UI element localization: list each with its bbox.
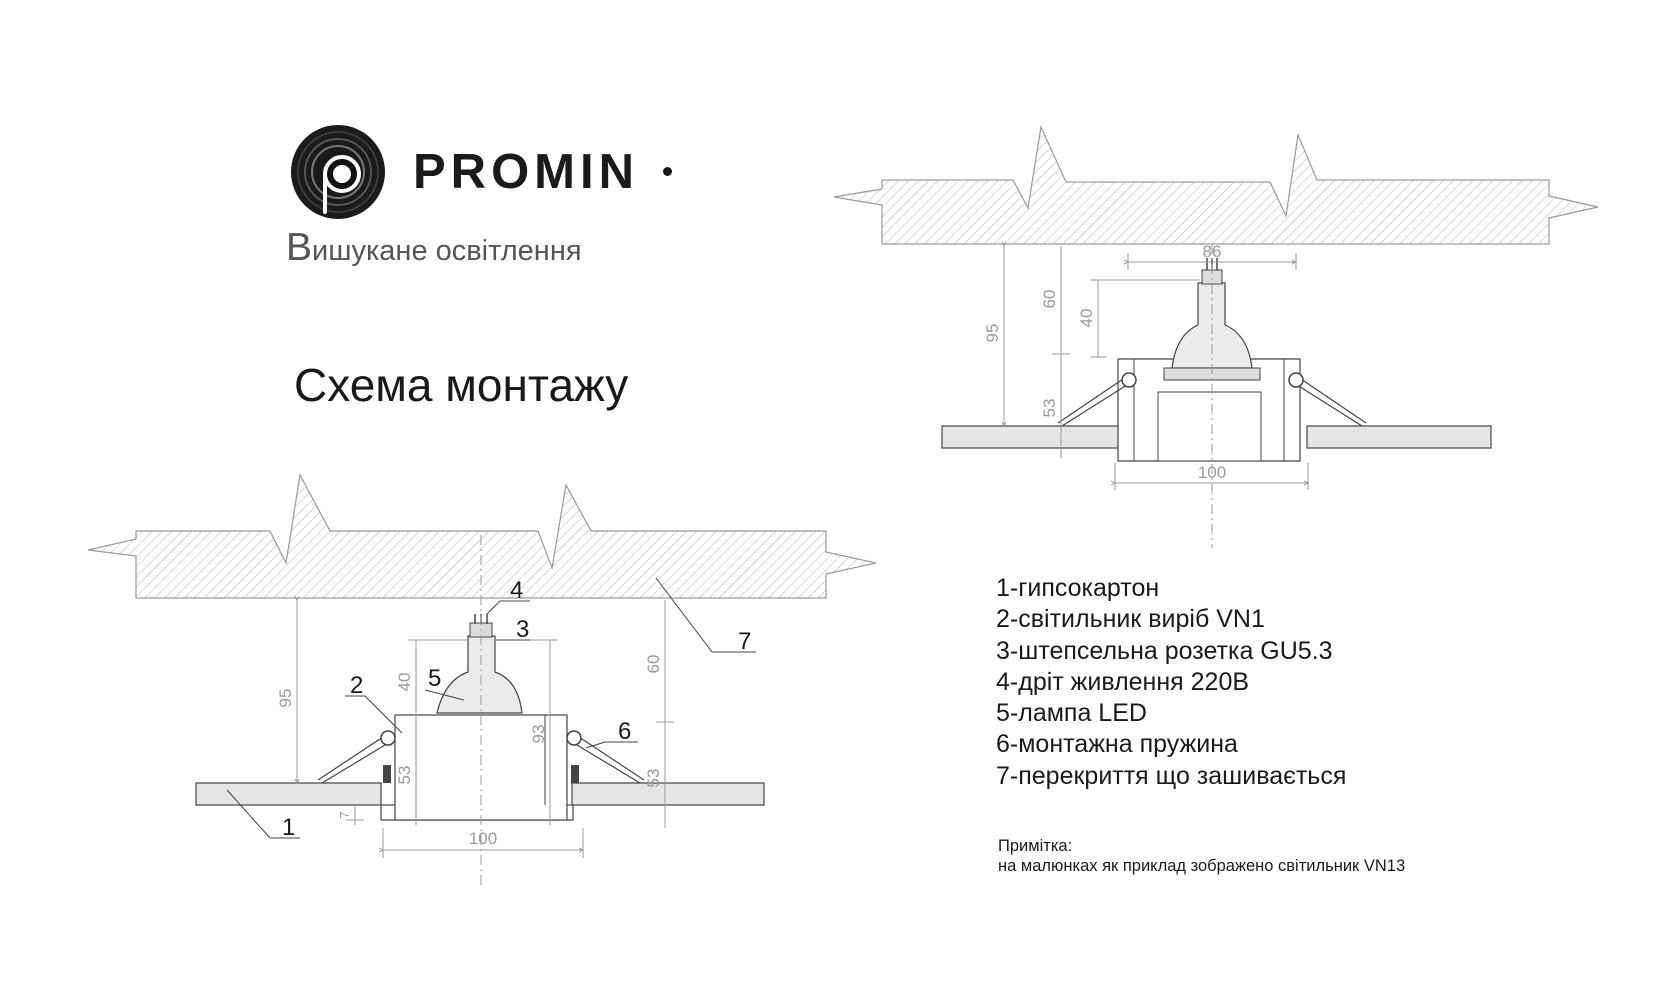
tagline-text: ишукане освітлення	[312, 235, 582, 267]
legend-item: 1-гипсокартон	[996, 574, 1160, 602]
drywall-board-left-a	[195, 782, 382, 806]
mounting-spring-right-b	[1288, 372, 1367, 427]
dim-left-full-height: 93	[529, 725, 548, 744]
dim-right-lower: 53	[1040, 399, 1059, 418]
callout-3: 3	[516, 616, 529, 643]
note-text: на малюнках як приклад зображено світиль…	[998, 857, 1406, 875]
legend-item: 6-монтажна пружина	[996, 730, 1238, 759]
callout-7: 7	[738, 628, 751, 655]
legend-item: 2-світильник виріб VN1	[996, 605, 1265, 634]
callout-4: 4	[510, 577, 523, 604]
mounting-spring-left	[317, 730, 396, 784]
ceiling-slab-right	[833, 124, 1599, 245]
dim-left-width: 100	[469, 829, 497, 848]
dim-right-lamp-height: 40	[1077, 309, 1096, 328]
dim-right-gap-total: 95	[983, 324, 1002, 343]
brand-name: PROMIN	[413, 145, 639, 199]
luminaire-inner-right	[1157, 391, 1262, 462]
page-title: Схема монтажу	[294, 359, 629, 411]
callout-6: 6	[618, 718, 631, 745]
callout-2: 2	[350, 672, 363, 699]
drywall-board-right-b	[1306, 425, 1492, 449]
promin-logo-icon	[291, 125, 385, 219]
ceiling-slab-left	[87, 473, 877, 599]
legend-item: 4-дріт живлення 220В	[996, 667, 1250, 696]
drywall-board-right-a	[941, 425, 1133, 449]
callout-1: 1	[282, 814, 295, 841]
legend-item: 5-лампа LED	[996, 699, 1147, 728]
note: Примітка: на малюнках як приклад зображе…	[998, 836, 1405, 876]
dim-left-lamp-height: 40	[395, 673, 414, 692]
tagline-capital: В	[286, 226, 313, 269]
dim-right-top-width: 86	[1203, 242, 1222, 261]
dim-left-lower: 53	[644, 769, 663, 788]
callout-5: 5	[428, 665, 441, 692]
brand-tagline: Вишукане освітлення	[286, 228, 582, 267]
note-heading: Примітка:	[998, 837, 1073, 855]
legend-list: 1-гипсокартон 2-світильник виріб VN1 3-ш…	[996, 573, 1346, 792]
dim-left-gap-total: 95	[276, 689, 295, 708]
drywall-board-left-b	[571, 782, 765, 806]
led-lamp-left	[436, 635, 523, 714]
dim-left-body-height: 53	[395, 766, 414, 785]
dim-right-upper: 60	[1040, 290, 1059, 309]
mounting-spring-right-a	[1057, 372, 1137, 427]
dim-left-flange: 7	[337, 811, 352, 818]
dim-right-width: 100	[1198, 463, 1226, 482]
legend-item: 3-штепсельна розетка GU5.3	[996, 636, 1333, 665]
legend-item: 7-перекриття що зашивається	[996, 761, 1347, 790]
dim-left-upper: 60	[644, 655, 663, 674]
mounting-drawing-right: 95 60 40 53 86 100	[833, 124, 1599, 548]
brand-dot	[663, 167, 672, 176]
mounting-spring-right	[566, 730, 645, 784]
